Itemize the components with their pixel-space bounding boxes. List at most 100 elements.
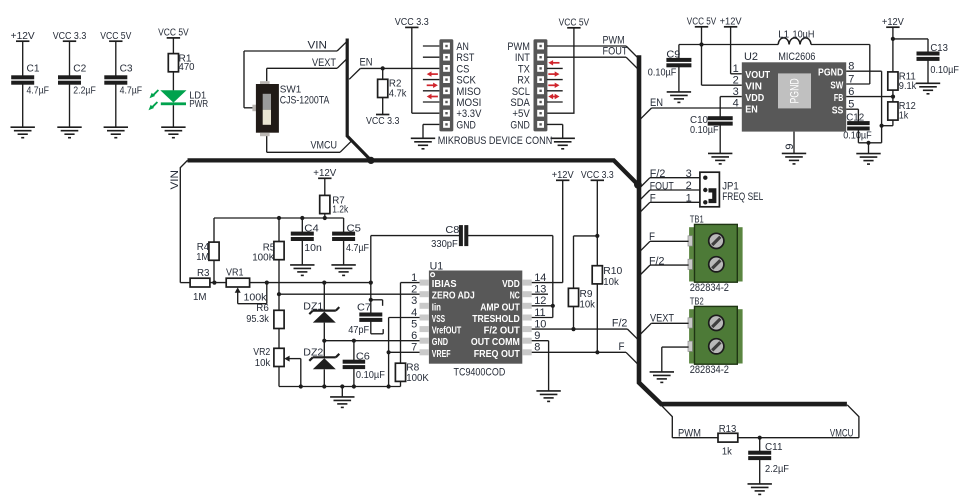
svg-text:SS: SS	[832, 106, 844, 117]
svg-text:MOSI: MOSI	[456, 97, 481, 109]
svg-text:10k: 10k	[580, 300, 596, 311]
svg-text:C8: C8	[445, 225, 459, 236]
svg-text:VCC 5V: VCC 5V	[559, 18, 590, 29]
svg-text:VCC 3.3: VCC 3.3	[53, 31, 87, 42]
svg-text:R12: R12	[899, 101, 916, 112]
svg-text:SW: SW	[830, 80, 844, 91]
svg-text:VCC 5V: VCC 5V	[687, 17, 717, 28]
svg-text:13: 13	[534, 284, 546, 296]
svg-text:VOUT: VOUT	[745, 70, 770, 81]
svg-text:C6: C6	[356, 352, 370, 363]
svg-text:10n: 10n	[304, 243, 322, 254]
svg-text:U1: U1	[430, 260, 444, 272]
svg-text:+12V: +12V	[313, 168, 336, 179]
svg-text:VCC 5V: VCC 5V	[158, 28, 189, 39]
svg-text:C5: C5	[347, 223, 362, 234]
svg-text:F/2: F/2	[650, 168, 666, 180]
svg-text:TB2: TB2	[690, 297, 704, 308]
svg-text:PGND: PGND	[818, 68, 843, 79]
svg-text:FOUT: FOUT	[603, 45, 628, 57]
svg-text:1: 1	[411, 272, 417, 284]
svg-text:12: 12	[534, 295, 546, 307]
svg-text:Iin: Iin	[432, 302, 441, 313]
svg-text:MIC2606: MIC2606	[778, 51, 815, 63]
svg-text:GND: GND	[510, 119, 530, 131]
svg-text:FREQ OUT: FREQ OUT	[474, 349, 520, 360]
svg-text:VEXT: VEXT	[650, 313, 674, 325]
svg-text:3: 3	[411, 295, 417, 307]
svg-text:7: 7	[411, 342, 417, 354]
svg-text:2: 2	[411, 284, 417, 296]
svg-text:6: 6	[848, 86, 854, 98]
svg-text:1k: 1k	[722, 447, 733, 458]
svg-text:VREF: VREF	[432, 349, 451, 360]
svg-text:VCC 3.3: VCC 3.3	[366, 116, 400, 127]
svg-text:PGND: PGND	[789, 78, 801, 103]
svg-text:R6: R6	[256, 303, 269, 314]
svg-text:9: 9	[784, 143, 796, 149]
svg-text:VCC 5V: VCC 5V	[100, 31, 131, 42]
svg-text:AN: AN	[456, 41, 469, 53]
svg-text:4.7µF: 4.7µF	[120, 86, 143, 97]
svg-text:MISO: MISO	[456, 86, 481, 98]
svg-text:C9: C9	[666, 50, 680, 61]
svg-text:SCL: SCL	[512, 86, 530, 98]
svg-text:VR2: VR2	[253, 347, 270, 358]
svg-text:11: 11	[534, 307, 545, 319]
svg-text:2.2µF: 2.2µF	[73, 86, 96, 97]
svg-text:INT: INT	[515, 52, 530, 64]
svg-text:9.1k: 9.1k	[899, 81, 917, 92]
svg-text:EN: EN	[360, 57, 373, 69]
svg-text:0.10µF: 0.10µF	[843, 130, 872, 141]
svg-text:PWM: PWM	[678, 427, 701, 439]
svg-text:R5: R5	[263, 243, 276, 254]
svg-text:10k: 10k	[603, 277, 619, 288]
svg-text:PWR: PWR	[189, 99, 208, 110]
svg-text:PWM: PWM	[603, 34, 625, 46]
svg-text:VIN: VIN	[745, 82, 762, 93]
svg-text:+3.3V: +3.3V	[456, 108, 482, 120]
svg-text:DZ1: DZ1	[303, 301, 323, 312]
svg-text:9: 9	[534, 330, 540, 342]
svg-text:VIN: VIN	[308, 40, 328, 52]
svg-text:1M: 1M	[193, 292, 207, 303]
svg-text:C11: C11	[765, 442, 783, 453]
svg-text:DZ2: DZ2	[303, 347, 323, 358]
svg-text:CS: CS	[456, 63, 469, 75]
svg-text:2.2µF: 2.2µF	[765, 464, 789, 475]
svg-text:VMCU: VMCU	[830, 427, 854, 439]
svg-text:3: 3	[733, 86, 739, 98]
svg-text:282834-2: 282834-2	[690, 282, 729, 294]
svg-text:0.10µF: 0.10µF	[690, 125, 719, 136]
svg-text:C4: C4	[304, 223, 319, 234]
svg-text:14: 14	[534, 272, 546, 284]
svg-text:6: 6	[411, 330, 417, 342]
svg-text:F/2 OUT: F/2 OUT	[484, 326, 520, 337]
svg-text:R3: R3	[197, 268, 210, 279]
svg-text:R9: R9	[580, 289, 593, 300]
svg-text:SCK: SCK	[456, 75, 476, 87]
svg-text:4.7µF: 4.7µF	[27, 86, 50, 97]
svg-text:470: 470	[179, 62, 195, 73]
svg-text:+12V: +12V	[11, 31, 35, 42]
svg-text:330pF: 330pF	[431, 239, 458, 250]
svg-text:4.7k: 4.7k	[389, 89, 407, 100]
svg-text:100K: 100K	[252, 252, 275, 263]
svg-text:7: 7	[848, 73, 854, 85]
svg-text:8: 8	[848, 61, 854, 73]
svg-text:SDA: SDA	[510, 97, 530, 109]
svg-text:10: 10	[534, 318, 546, 330]
svg-text:CJS-1200TA: CJS-1200TA	[280, 94, 330, 106]
svg-text:+12V: +12V	[720, 17, 742, 28]
svg-text:C7: C7	[357, 303, 371, 314]
svg-text:3: 3	[686, 168, 692, 180]
svg-text:5: 5	[411, 318, 417, 330]
svg-text:VCC 3.3: VCC 3.3	[581, 170, 614, 181]
svg-text:1: 1	[686, 192, 692, 204]
svg-text:FB: FB	[834, 93, 843, 104]
svg-text:100K: 100K	[406, 373, 429, 384]
svg-text:5: 5	[848, 99, 854, 111]
svg-text:R1: R1	[179, 54, 192, 65]
svg-text:+12V: +12V	[882, 17, 904, 28]
svg-text:4: 4	[411, 307, 417, 319]
